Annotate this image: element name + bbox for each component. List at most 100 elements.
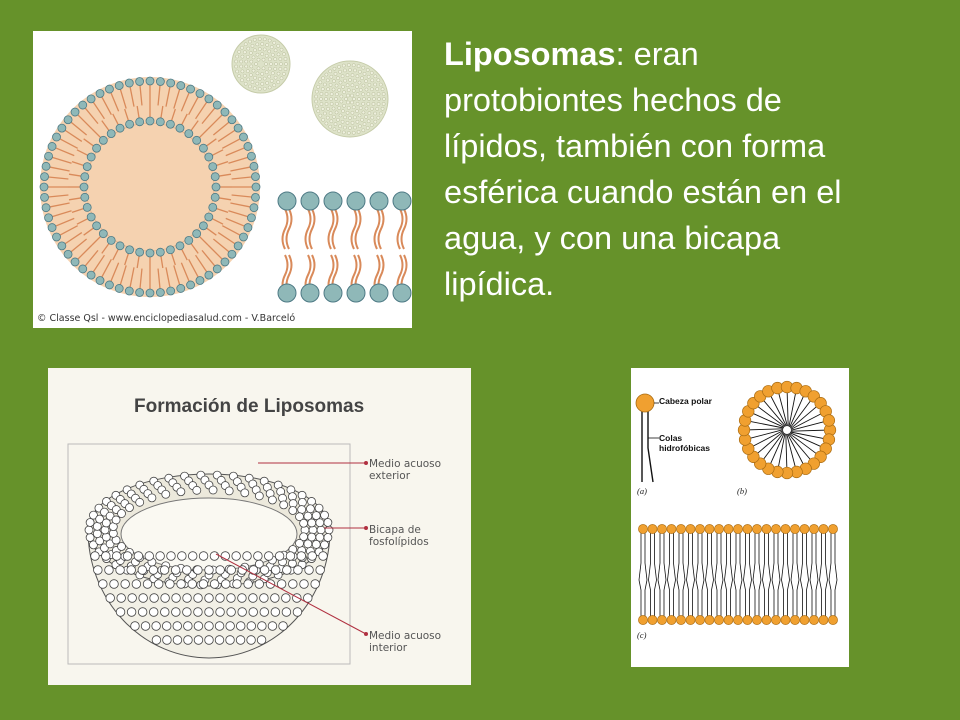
inner-lipid-head <box>98 135 108 145</box>
shell-head <box>209 551 220 561</box>
sphere-dot <box>260 82 265 86</box>
micelle-tail <box>788 433 815 464</box>
micelle-head <box>822 414 836 427</box>
sphere-dot <box>316 85 321 89</box>
main-body: : eran protobiontes hechos de lípidos, t… <box>444 36 842 302</box>
shell-head <box>133 551 144 561</box>
sphere-dot <box>282 72 286 76</box>
rim-head <box>314 503 324 513</box>
shell-head <box>318 551 328 561</box>
sphere-dot <box>321 117 325 122</box>
shell-head <box>274 551 285 561</box>
bilayer-head-top <box>369 191 389 211</box>
sphere-dot <box>345 121 350 125</box>
sphere-dot <box>350 83 355 88</box>
micelle-tail <box>790 431 830 441</box>
rim-head <box>254 491 264 501</box>
sphere-dot <box>320 107 325 111</box>
bilayer-c-head-bottom <box>676 615 686 625</box>
rim-head <box>323 533 333 542</box>
bilayer-c-head-bottom <box>704 615 715 625</box>
sphere-dot <box>257 47 262 51</box>
outer-lipid-head <box>63 249 73 259</box>
sphere-dot <box>235 54 239 59</box>
bilayer-c-head-top <box>714 524 724 534</box>
bilayer-c-tail <box>654 533 657 581</box>
bilayer-c-tail <box>768 533 771 581</box>
shell-head <box>101 551 111 561</box>
rim-head <box>85 518 95 527</box>
bilayer-c-tail <box>733 579 737 618</box>
rim-head <box>303 511 313 521</box>
sphere-dot <box>245 69 250 73</box>
sphere-dot <box>273 48 278 53</box>
bilayer-c-tail <box>800 533 803 581</box>
rim-head <box>268 495 277 505</box>
shell-head <box>248 565 259 575</box>
sphere-dot <box>346 93 350 98</box>
bilayer-c-tail <box>828 579 832 618</box>
shell-head <box>149 607 159 617</box>
outer-lipid-head <box>124 286 134 296</box>
rim-head <box>92 521 102 531</box>
shell-head <box>296 551 307 561</box>
formation-title: Formación de Liposomas <box>134 396 365 417</box>
bilayer-c-tail <box>701 579 705 618</box>
sphere-dot <box>320 87 325 91</box>
bilayer-c-tail <box>787 533 790 581</box>
sphere-dot <box>380 106 385 111</box>
micelle-tail <box>787 433 807 469</box>
bilayer-c-tail <box>667 533 670 581</box>
bilayer-c-tail <box>825 579 828 618</box>
sphere-dot <box>365 68 370 72</box>
inner-lipid-head <box>208 162 218 172</box>
bilayer-c-tail <box>657 579 661 618</box>
sphere-dot <box>331 87 336 92</box>
bilayer-c-head-top <box>771 524 781 534</box>
shell-head <box>235 635 246 645</box>
sphere-dot <box>329 74 334 79</box>
bilayer-c-tail <box>730 533 733 581</box>
inner-lipid-head <box>82 162 92 172</box>
sphere-dot <box>243 42 248 47</box>
label-outer-medium: Medio acuoso exterior <box>369 458 442 482</box>
inner-lipid-head <box>211 182 221 192</box>
phospholipid-figure: Cabeza polar Colas hidrofóbicas (a) (b) … <box>631 368 849 667</box>
shell-head <box>193 593 203 603</box>
sphere-dot <box>341 63 346 68</box>
bilayer-c-head-bottom <box>828 615 838 625</box>
bilayer-tail-top <box>400 208 408 250</box>
inner-lipid-head <box>204 212 214 222</box>
sphere-dot <box>328 124 333 129</box>
shell-head <box>299 579 309 589</box>
bilayer-c-tail <box>692 533 695 581</box>
sphere-dot <box>314 104 319 109</box>
sphere-dot <box>353 125 357 130</box>
micelle-tail <box>744 429 784 441</box>
rim-head <box>95 514 105 524</box>
sphere-dot <box>242 73 247 78</box>
sphere-dot <box>373 119 378 124</box>
sphere-dot <box>319 102 324 106</box>
sphere-dot <box>332 79 336 84</box>
sphere-dot <box>362 122 367 126</box>
shell-head <box>116 593 126 603</box>
sphere-dot <box>279 76 284 81</box>
outer-lipid-head <box>220 257 230 267</box>
shell-head <box>215 593 225 603</box>
rim-head <box>125 503 134 513</box>
micelle-tail <box>767 391 787 427</box>
rim-head <box>311 540 321 549</box>
shell-head <box>151 621 161 631</box>
sphere-dot <box>340 119 345 124</box>
rim-head <box>324 525 334 535</box>
liposome-illustration <box>39 34 412 303</box>
sphere-dot <box>355 74 360 79</box>
bilayer-c-tail <box>749 579 752 618</box>
bilayer-c-head-top <box>638 524 648 534</box>
shell-head <box>172 621 182 631</box>
sphere-dot <box>334 101 339 106</box>
shell-head <box>155 551 165 561</box>
sphere-dot <box>251 68 256 73</box>
bilayer-c-tail <box>663 533 667 581</box>
